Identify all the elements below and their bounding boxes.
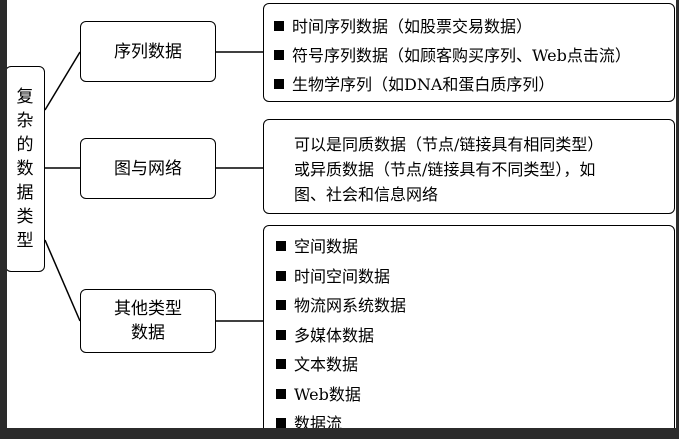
description-line: 或异质数据（节点/链接具有不同类型），如 [294, 160, 596, 179]
category-sequence-data: 序列数据 [80, 21, 216, 82]
left-dark-edge [0, 0, 7, 431]
list-item-text: 多媒体数据 [294, 325, 375, 345]
list-item-text: 物流网系统数据 [294, 296, 407, 315]
category-other-data: 其他类型 数据 [80, 289, 216, 353]
list-item-text: 时间空间数据 [294, 266, 391, 286]
connector-root-to-sequence [44, 51, 81, 111]
list-item: 生物学序列（如DNA和蛋白质序列） [274, 70, 674, 99]
description-line: 可以是同质数据（节点/链接具有相同类型） [294, 135, 604, 154]
list-item: 物流网系统数据 [276, 291, 674, 321]
list-item: 空间数据 [276, 232, 674, 262]
square-bullet-icon [276, 329, 286, 340]
root-char: 的 [16, 135, 34, 155]
root-node: 复 杂 的 数 据 类 型 [5, 66, 45, 272]
right-dark-edge [676, 0, 679, 431]
list-item: 符号序列数据（如顾客购买序列、Web点击流） [274, 41, 674, 70]
list-item-text: 文本数据 [294, 355, 359, 374]
connector-root-to-other [44, 239, 81, 322]
root-char: 型 [16, 231, 34, 251]
list-item: 时间空间数据 [276, 262, 674, 292]
square-bullet-icon [274, 21, 284, 31]
list-item: 文本数据 [276, 350, 674, 380]
bottom-dark-edge [0, 428, 679, 431]
detail-sequence-data: 时间序列数据（如股票交易数据） 符号序列数据（如顾客购买序列、Web点击流） 生… [263, 3, 675, 102]
detail-other-data: 空间数据 时间空间数据 物流网系统数据 多媒体数据 文本数据 Web数据 数据流 [263, 225, 675, 433]
square-bullet-icon [276, 359, 286, 369]
square-bullet-icon [276, 270, 286, 281]
square-bullet-icon [274, 50, 284, 60]
square-bullet-icon [276, 388, 286, 399]
list-item: 多媒体数据 [276, 321, 674, 351]
category-label: 图与网络 [114, 158, 182, 179]
list-item: 时间序列数据（如股票交易数据） [274, 12, 674, 41]
square-bullet-icon [276, 418, 286, 428]
description-line: 图、社会和信息网络 [294, 185, 439, 204]
category-label: 序列数据 [114, 41, 182, 62]
square-bullet-icon [276, 300, 286, 310]
square-bullet-icon [276, 241, 286, 251]
root-char: 复 [16, 87, 34, 107]
detail-graph-network: 可以是同质数据（节点/链接具有相同类型） 或异质数据（节点/链接具有不同类型），… [263, 119, 675, 214]
list-item-text: 空间数据 [294, 237, 359, 256]
list-item-text: Web数据 [294, 384, 361, 404]
list-item-text: 时间序列数据（如股票交易数据） [292, 17, 533, 36]
root-char: 数 [16, 159, 34, 179]
category-graph-network: 图与网络 [80, 138, 216, 199]
square-bullet-icon [274, 79, 284, 89]
list-item: Web数据 [276, 380, 674, 410]
list-item-text: 生物学序列（如DNA和蛋白质序列） [292, 75, 555, 94]
root-char: 据 [16, 183, 34, 203]
list-item-text: 符号序列数据（如顾客购买序列、Web点击流） [292, 46, 631, 65]
root-char: 类 [16, 207, 34, 227]
root-char: 杂 [16, 111, 34, 131]
category-label: 其他类型 数据 [114, 299, 182, 343]
list-item: 数据流 [276, 409, 674, 439]
